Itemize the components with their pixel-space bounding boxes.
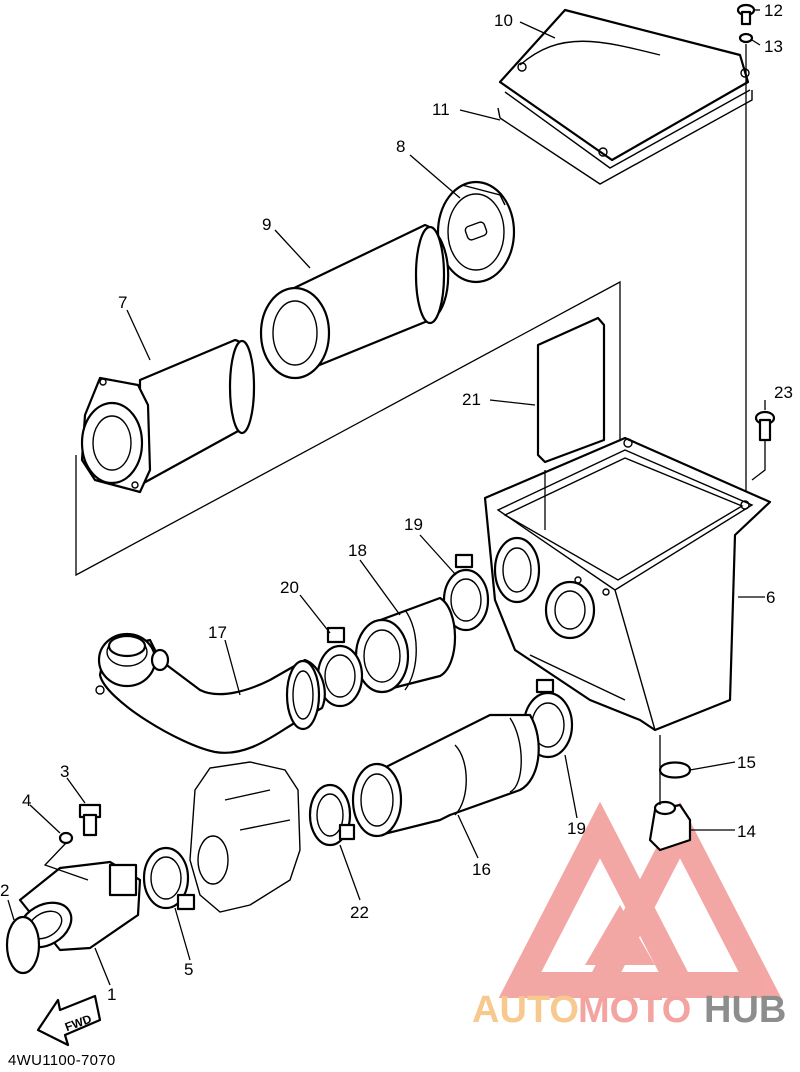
callout-4: 4 xyxy=(22,791,31,810)
outer-filter-element xyxy=(259,223,450,380)
cover-washer xyxy=(738,32,754,44)
hose-clamp-5 xyxy=(142,846,196,911)
callout-12: 12 xyxy=(764,1,783,20)
callout-9: 9 xyxy=(262,215,271,234)
callout-23: 23 xyxy=(774,383,793,402)
callout-2: 2 xyxy=(0,881,9,900)
case-mount-bolt xyxy=(754,410,776,442)
intake-duct-joint xyxy=(354,596,456,694)
callout-6: 6 xyxy=(766,588,775,607)
callout-15: 15 xyxy=(737,753,756,772)
callout-22: 22 xyxy=(350,903,369,922)
watermark-moto: MOTO xyxy=(578,989,691,1031)
screw-washer xyxy=(58,831,74,845)
callout-21: 21 xyxy=(462,390,481,409)
callout-19-lower: 19 xyxy=(567,819,586,838)
callout-5: 5 xyxy=(184,960,193,979)
callout-17: 17 xyxy=(208,623,227,642)
drain-plug xyxy=(648,800,692,852)
callout-7: 7 xyxy=(118,293,127,312)
callout-10: 10 xyxy=(494,11,513,30)
lower-intake-duct xyxy=(351,713,540,838)
callout-numbers: 10 11 12 13 8 9 7 21 23 6 19 18 20 17 15… xyxy=(0,1,793,1004)
callout-1: 1 xyxy=(107,985,116,1004)
hose-clamp-22 xyxy=(308,783,356,847)
hose-clamp-20 xyxy=(316,626,364,708)
callout-leaders xyxy=(7,9,766,986)
washer-axis-line xyxy=(43,842,89,881)
intake-hose xyxy=(95,632,326,754)
filter-group-outline xyxy=(75,280,621,577)
airbox-case xyxy=(483,436,772,732)
watermark-hub: HUB xyxy=(704,989,786,1031)
watermark-logo-mark xyxy=(498,801,782,998)
callout-8: 8 xyxy=(396,137,405,156)
watermark-auto: AUTO xyxy=(472,989,579,1031)
callout-19-upper: 19 xyxy=(404,515,423,534)
callout-13: 13 xyxy=(764,37,783,56)
callout-18: 18 xyxy=(348,541,367,560)
callout-16: 16 xyxy=(472,860,491,879)
engine-cylinder-head-sketch xyxy=(189,761,301,913)
joint-screw xyxy=(78,803,102,837)
callout-14: 14 xyxy=(737,822,756,841)
drain-clip xyxy=(658,761,692,779)
forward-direction-arrow: FWD xyxy=(36,994,102,1047)
diagram-code: 4WU1100-7070 xyxy=(8,1052,116,1069)
bolt-axis-line xyxy=(751,440,766,481)
inner-filter-with-frame xyxy=(80,338,256,494)
callout-3: 3 xyxy=(60,762,69,781)
airbox-cover xyxy=(498,8,751,169)
o-ring xyxy=(5,915,41,975)
cover-gasket xyxy=(497,90,753,185)
callout-20: 20 xyxy=(280,578,299,597)
callout-11: 11 xyxy=(432,100,450,119)
cover-screw xyxy=(736,3,756,26)
filter-end-cap xyxy=(436,180,516,284)
sealing-plate xyxy=(536,316,606,464)
watermark-wordmark: AUTO MOTO HUB xyxy=(472,989,786,1031)
